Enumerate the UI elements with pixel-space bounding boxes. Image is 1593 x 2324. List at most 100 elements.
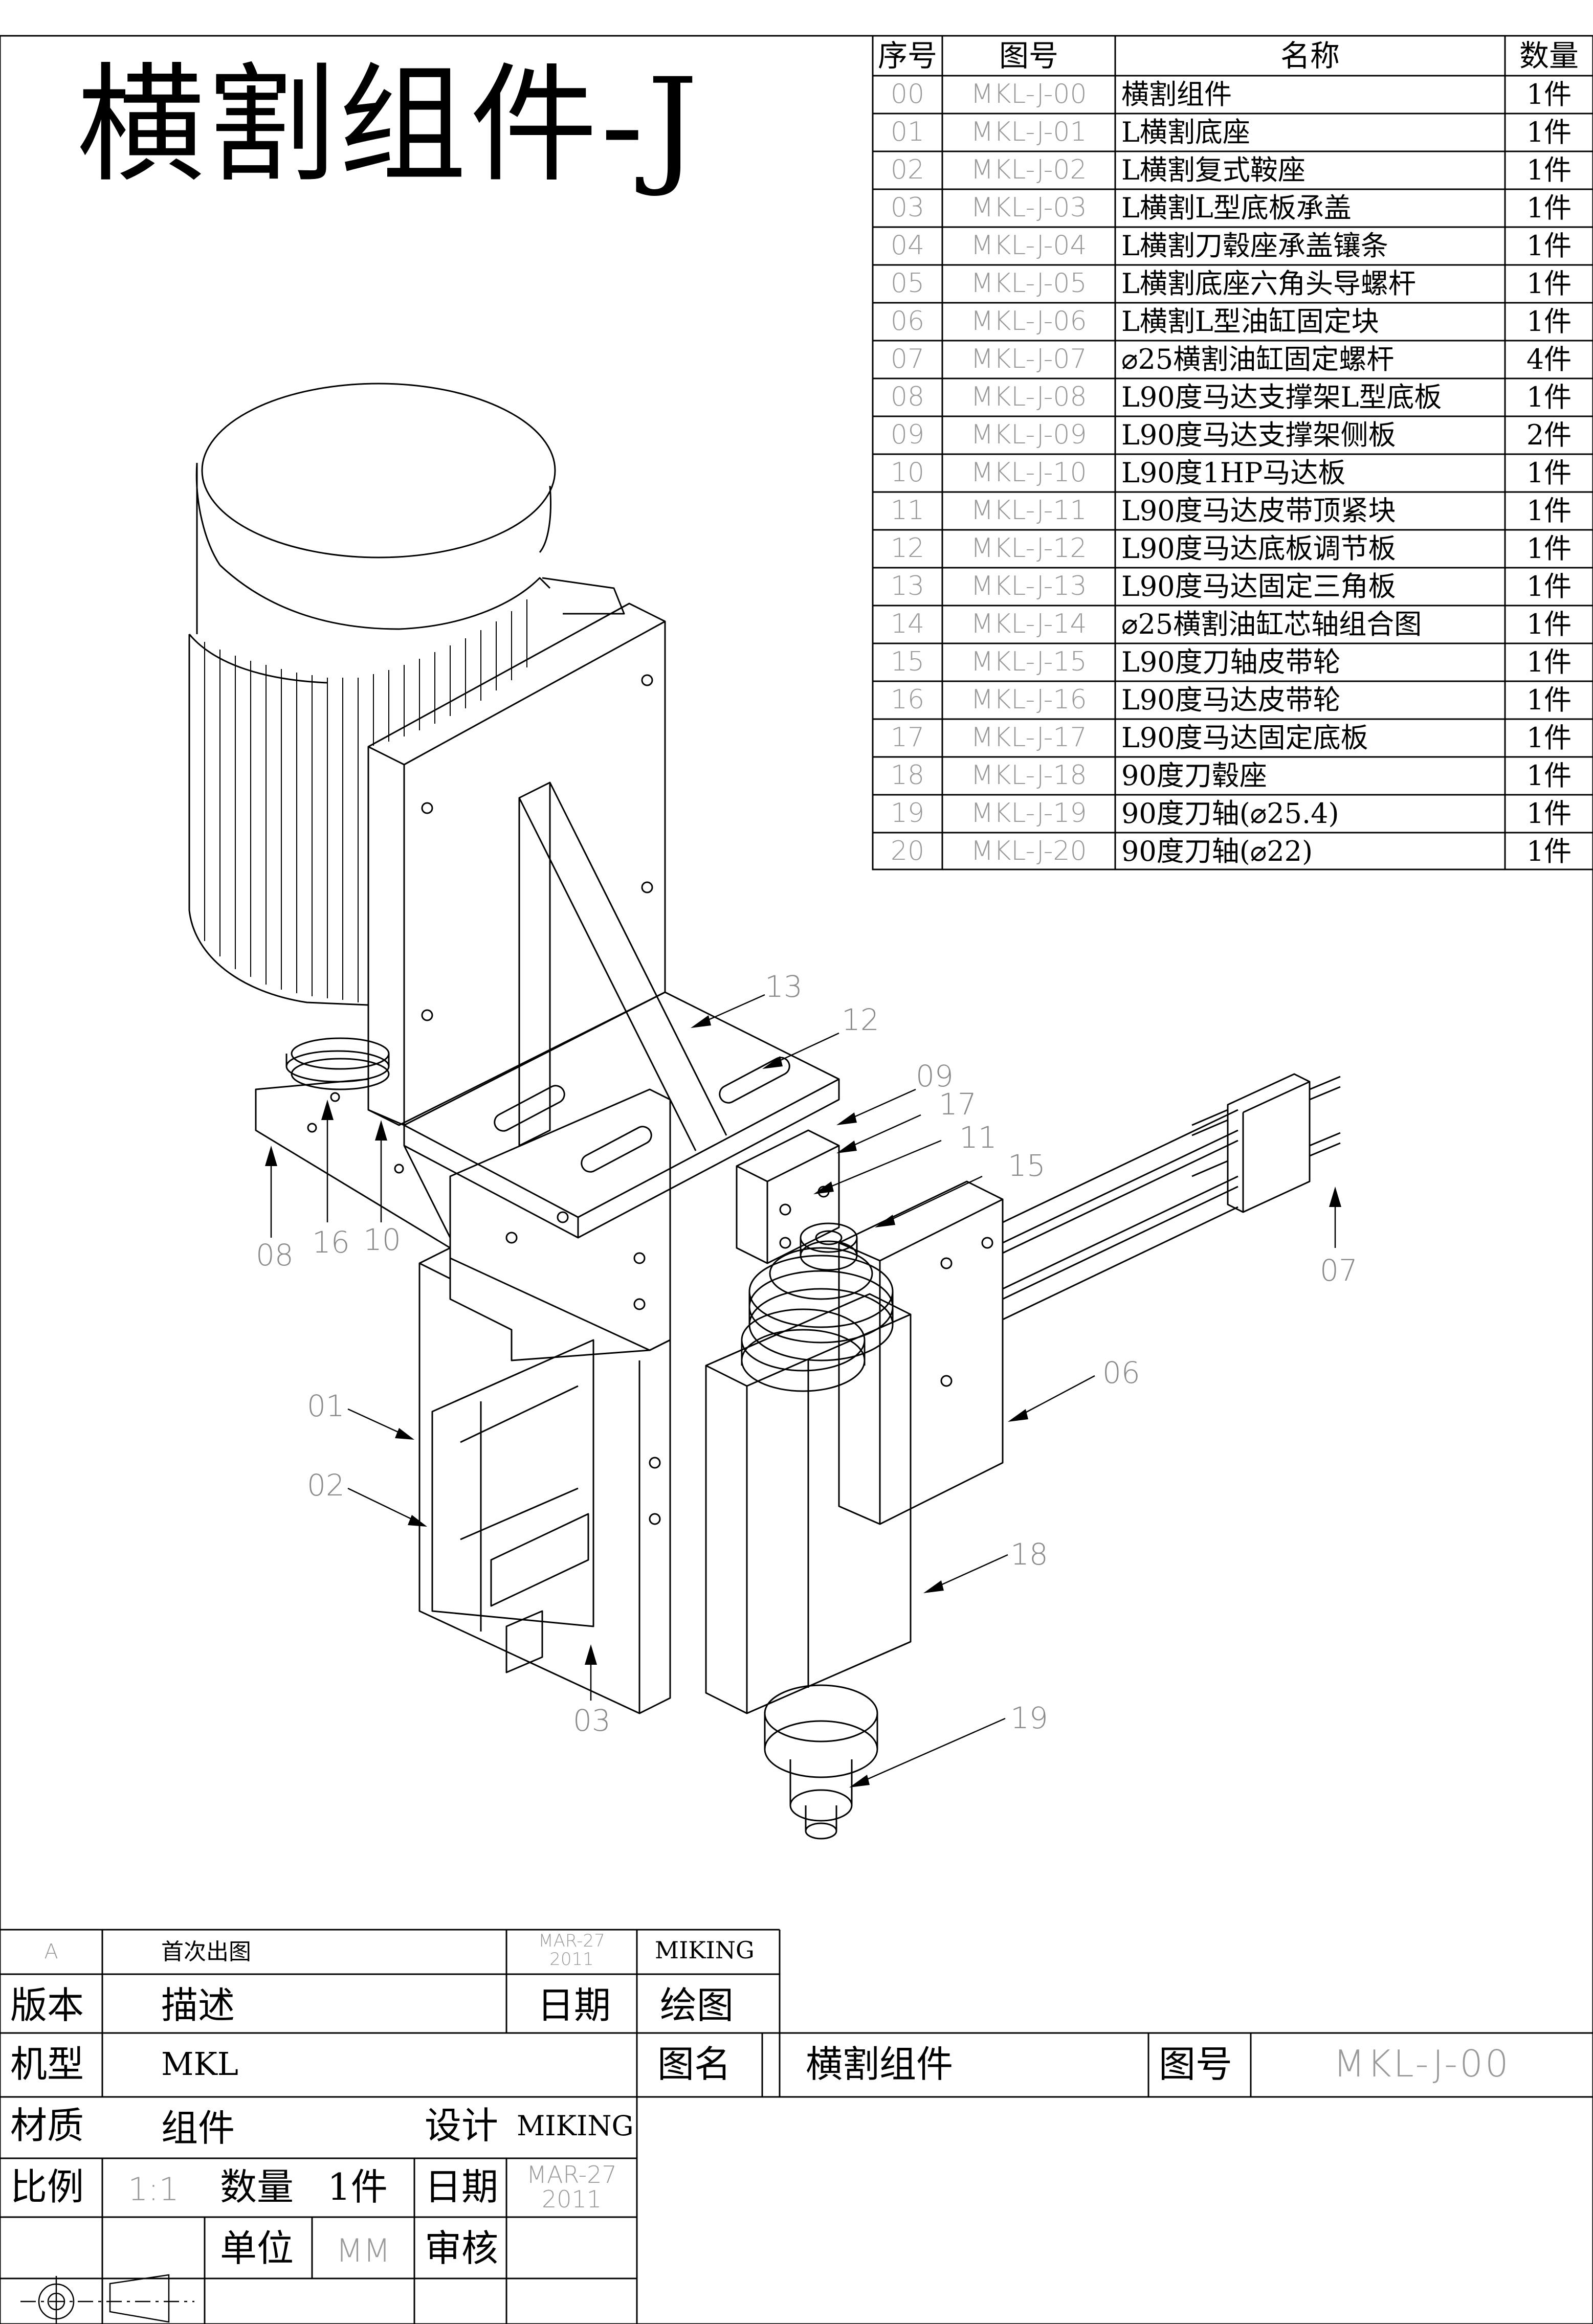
bom-cell-name: L横割L型油缸固定块 [1121,305,1379,338]
bom-cell-name: L90度马达支撑架L型底板 [1121,381,1442,413]
bom-cell-qty: 1件 [1526,495,1572,527]
bom-cell-name: L90度刀轴皮带轮 [1121,646,1341,678]
bom-cell-qty: 1件 [1526,759,1572,792]
value-scale: 1:1 [128,2171,179,2208]
assembly-drawing [188,383,1341,1840]
bom-cell-no: 00 [890,79,925,109]
bom-cell-code: MKL-J-08 [970,382,1087,412]
bom-cell-no: 05 [890,268,925,299]
callout-13: 13 [765,969,803,1004]
bom-cell-qty: 1件 [1526,116,1572,148]
bom-cell-code: MKL-J-09 [970,419,1087,450]
value-designer: MIKING [517,2110,634,2142]
callout-03: 03 [573,1703,611,1738]
bom-cell-qty: 4件 [1526,343,1572,375]
bom-cell-qty: 1件 [1526,722,1572,754]
label-date: 日期 [537,1984,611,2027]
bom-cell-code: MKL-J-04 [970,230,1087,261]
bom-cell-no: 08 [890,382,925,412]
motor-pulley [291,1037,390,1090]
bom-cell-qty: 1件 [1526,230,1572,262]
rev-code: A [44,1940,58,1963]
bom-cell-name: L横割底座 [1121,116,1250,148]
bom-cell-no: 15 [890,646,925,677]
callout-09: 09 [916,1059,954,1093]
bom-cell-name: L90度马达支撑架侧板 [1121,419,1396,451]
motor-plate [367,602,666,1126]
bom-cell-qty: 1件 [1526,267,1572,300]
bom-cell-code: MKL-J-18 [970,760,1087,791]
drawing-title: 横割组件-J [77,51,701,199]
callout-18: 18 [1010,1537,1048,1572]
bom-cell-code: MKL-J-06 [970,306,1087,337]
bom-cell-code: MKL-J-14 [970,609,1087,639]
bom-header-code: 图号 [999,38,1058,73]
callout-12: 12 [842,1002,879,1037]
bom-cell-no: 17 [890,722,925,753]
bom-cell-qty: 1件 [1526,381,1572,413]
bom-cell-no: 11 [890,495,925,526]
bom-cell-name: L横割刀毂座承盖镶条 [1121,230,1388,262]
callout-08: 08 [256,1238,294,1272]
bom-cell-no: 10 [890,457,925,488]
bom-cell-no: 18 [890,760,925,791]
bom-cell-code: MKL-J-13 [970,571,1087,601]
label-drawing-name: 图名 [657,2043,732,2086]
bom-cell-name: L90度马达皮带顶紧块 [1121,495,1396,527]
leader-lines [270,994,1336,1786]
bom-cell-name: ⌀25横割油缸芯轴组合图 [1121,608,1422,640]
bom-cell-no: 20 [890,836,925,866]
bom-cell-code: MKL-J-05 [970,268,1087,299]
bom-cell-no: 14 [890,609,925,639]
callout-19: 19 [1010,1701,1048,1735]
triangle-gusset [518,781,727,1151]
bom-cell-name: L90度马达皮带轮 [1121,684,1341,716]
hydraulic-cylinder [1002,1073,1341,1321]
bom-grid [872,35,1593,870]
bom-cell-name: L90度1HP马达板 [1121,457,1346,489]
bom-cell-code: MKL-J-15 [970,646,1087,677]
bom-cell-name: L横割L型底板承盖 [1121,192,1352,224]
callout-15: 15 [1008,1148,1046,1183]
bom-cell-name: ⌀25横割油缸固定螺杆 [1121,343,1395,375]
projection-symbol-icon [20,2274,194,2324]
bom-header-name: 名称 [1280,38,1340,73]
bom-cell-code: MKL-J-20 [970,836,1087,866]
label-material: 材质 [10,2104,84,2147]
bom-cell-no: 09 [890,419,925,450]
rev-date: MAR-27 2011 [538,1931,605,1970]
main-base [418,1088,671,1714]
motor-base-plate [255,991,840,1249]
bom-cell-no: 19 [890,798,925,829]
label-design: 设计 [425,2104,499,2147]
callout-11: 11 [959,1120,997,1155]
value-quantity: 1件 [327,2165,388,2208]
bom-cell-name: 横割组件 [1121,78,1232,110]
callout-02: 02 [307,1468,345,1503]
bom-header-no: 序号 [877,38,937,73]
belt-tension-block [736,1129,840,1264]
value-drawing-no: MKL-J-00 [1333,2042,1511,2085]
bom-cell-qty: 2件 [1526,419,1572,451]
bom-cell-no: 13 [890,571,925,601]
bom-cell-qty: 1件 [1526,797,1572,830]
value-drawing-name: 横割组件 [806,2043,954,2086]
bom-cell-qty: 1件 [1526,646,1572,678]
label-drawn: 绘图 [660,1984,734,2027]
bom-cell-name: L90度马达固定底板 [1121,722,1368,754]
value-unit: MM [336,2232,391,2269]
bom-cell-code: MKL-J-01 [970,117,1087,147]
bom-cell-code: MKL-J-00 [970,79,1087,109]
motor-body [188,383,625,1083]
callout-10: 10 [363,1222,401,1257]
bom-header-qty: 数量 [1519,38,1579,73]
label-drawing-no: 图号 [1159,2043,1233,2086]
bom-cell-qty: 1件 [1526,305,1572,338]
bom-cell-code: MKL-J-12 [970,533,1087,564]
bom-cell-name: 90度刀轴(⌀22) [1121,835,1313,867]
bom-cell-code: MKL-J-17 [970,722,1087,753]
sheet-border [0,35,1593,2324]
bom-cell-code: MKL-J-11 [970,495,1087,526]
rev-drawn-by: MIKING [655,1936,755,1964]
